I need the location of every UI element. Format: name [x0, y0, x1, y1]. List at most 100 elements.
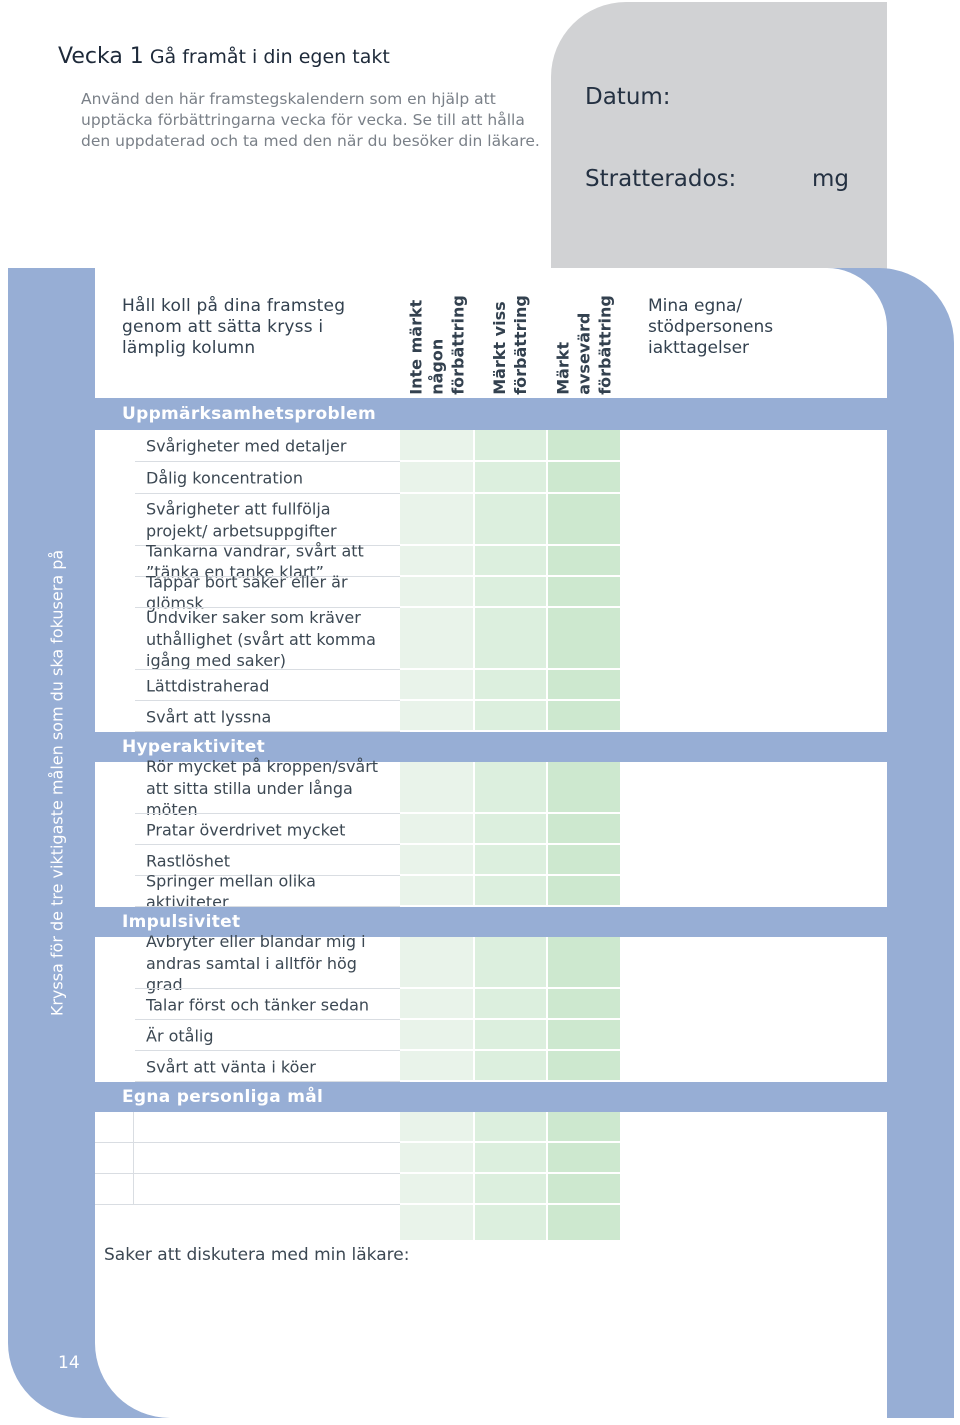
personal-goal-row[interactable] [95, 1174, 887, 1205]
symptom-label: Undviker saker som kräver uthållighet (s… [146, 607, 376, 670]
row-divider [135, 844, 400, 845]
week-number: Vecka 1 [58, 44, 144, 69]
section-header: Uppmärksamhetsproblem [95, 398, 887, 430]
symptom-label: Svårigheter att fullfölja projekt/ arbet… [146, 499, 337, 541]
column-header-line: förbättring [511, 294, 530, 395]
row-divider [400, 843, 887, 845]
row-divider [400, 1172, 887, 1174]
row-divider [135, 607, 400, 608]
row-divider [400, 1203, 887, 1205]
symptom-label: Avbryter eller blandar mig i andras samt… [146, 931, 366, 994]
row-divider [400, 460, 887, 462]
page-subtitle: Gå framåt i din egen takt [149, 46, 390, 68]
row-divider [135, 875, 400, 876]
row-divider [400, 492, 887, 494]
row-divider [400, 1080, 887, 1082]
row-divider [135, 1081, 400, 1082]
table-intro-header: Håll koll på dina framsteg genom att sät… [122, 296, 346, 358]
section-header: Egna personliga mål [95, 1082, 887, 1112]
table-row[interactable]: Är otålig [95, 1020, 887, 1051]
row-divider [95, 1142, 400, 1143]
column-header-line: Märkt [553, 341, 573, 395]
section-header: Impulsivitet [95, 907, 887, 937]
column-header-line: någon [427, 338, 446, 395]
row-divider [133, 1143, 134, 1174]
column-header-line: avsevärd [574, 312, 594, 395]
row-divider [95, 1204, 400, 1205]
table-row[interactable]: Pratar överdrivet mycket [95, 814, 887, 845]
symptom-label: Talar först och tänker sedan [146, 994, 370, 1014]
symptom-label: Är otålig [146, 1025, 214, 1045]
row-divider [400, 874, 887, 876]
info-panel [551, 2, 887, 274]
row-divider [400, 1049, 887, 1051]
table-row[interactable]: Dålig koncentration [95, 462, 887, 494]
row-divider [135, 731, 400, 732]
dose-unit: mg [812, 166, 850, 192]
row-divider [400, 987, 887, 989]
row-divider [135, 576, 400, 577]
row-divider [400, 730, 887, 732]
section-title: Uppmärksamhetsproblem [122, 404, 376, 424]
table-row[interactable]: Lättdistraherad [95, 670, 887, 701]
column-header-line: förbättring [448, 294, 467, 395]
table-row[interactable]: Svårigheter att fullfölja projekt/ arbet… [95, 494, 887, 546]
row-divider [135, 906, 400, 907]
row-divider [135, 461, 400, 462]
personal-goal-row[interactable] [95, 1143, 887, 1174]
table-row[interactable]: Talar först och tänker sedan [95, 989, 887, 1020]
row-divider [135, 700, 400, 701]
row-divider [400, 1141, 887, 1143]
row-divider [135, 1019, 400, 1020]
column-header-line: förbättring [595, 294, 615, 395]
symptom-label: Svårt att vänta i köer [146, 1056, 316, 1076]
notes-column-header: Mina egna/ stödpersonens iakttagelser [648, 296, 774, 358]
column-header-line: Märkt viss [490, 301, 509, 395]
table-row[interactable]: Rastlöshet [95, 845, 887, 876]
column-separator [620, 398, 622, 1240]
date-field-label[interactable]: Datum: [585, 84, 671, 110]
table-row[interactable]: Springer mellan olika aktiviteter [95, 871, 887, 912]
symptom-label: Rastlöshet [146, 850, 231, 870]
table-row[interactable]: Svårigheter med detaljer [95, 430, 887, 462]
section-header: Hyperaktivitet [95, 732, 887, 762]
table-row[interactable]: Undviker saker som kräver uthållighet (s… [95, 608, 887, 670]
row-divider [135, 1050, 400, 1051]
table-row[interactable]: Svårt att lyssna [95, 701, 887, 732]
column-header-line: Inte märkt [406, 299, 425, 395]
symptom-label: Svårt att lyssna [146, 706, 272, 726]
symptom-label: Svårigheter med detaljer [146, 436, 347, 456]
row-divider [400, 699, 887, 701]
column-separator [546, 398, 548, 1240]
table-row[interactable]: Svårt att vänta i köer [95, 1051, 887, 1082]
side-instruction-text: Kryssa för de tre viktigaste målen som d… [47, 549, 67, 1017]
row-divider [400, 668, 887, 670]
section-title: Impulsivitet [122, 912, 241, 932]
symptom-label: Dålig koncentration [146, 468, 303, 488]
symptom-label: Pratar överdrivet mycket [146, 819, 346, 839]
row-divider [400, 575, 887, 577]
column-separator [473, 398, 475, 1240]
row-divider [400, 812, 887, 814]
row-divider [135, 545, 400, 546]
row-divider [133, 1112, 134, 1143]
row-divider [400, 905, 887, 907]
row-divider [135, 988, 400, 989]
dose-field-label[interactable]: Stratterados: [585, 166, 737, 192]
row-divider [135, 493, 400, 494]
row-divider [135, 813, 400, 814]
table-row[interactable]: Avbryter eller blandar mig i andras samt… [95, 932, 887, 994]
personal-goal-row[interactable] [95, 1112, 887, 1143]
table-row[interactable]: Tankarna vandrar, svårt att ”tänka en ta… [95, 541, 887, 582]
symptom-label: Lättdistraherad [146, 675, 270, 695]
symptom-label: Rör mycket på kroppen/svårt att sitta st… [146, 756, 379, 819]
table-row[interactable]: Rör mycket på kroppen/svårt att sitta st… [95, 757, 887, 819]
section-title: Egna personliga mål [122, 1087, 324, 1107]
table-row[interactable]: Tappar bort saker eller är glömsk [95, 572, 887, 613]
